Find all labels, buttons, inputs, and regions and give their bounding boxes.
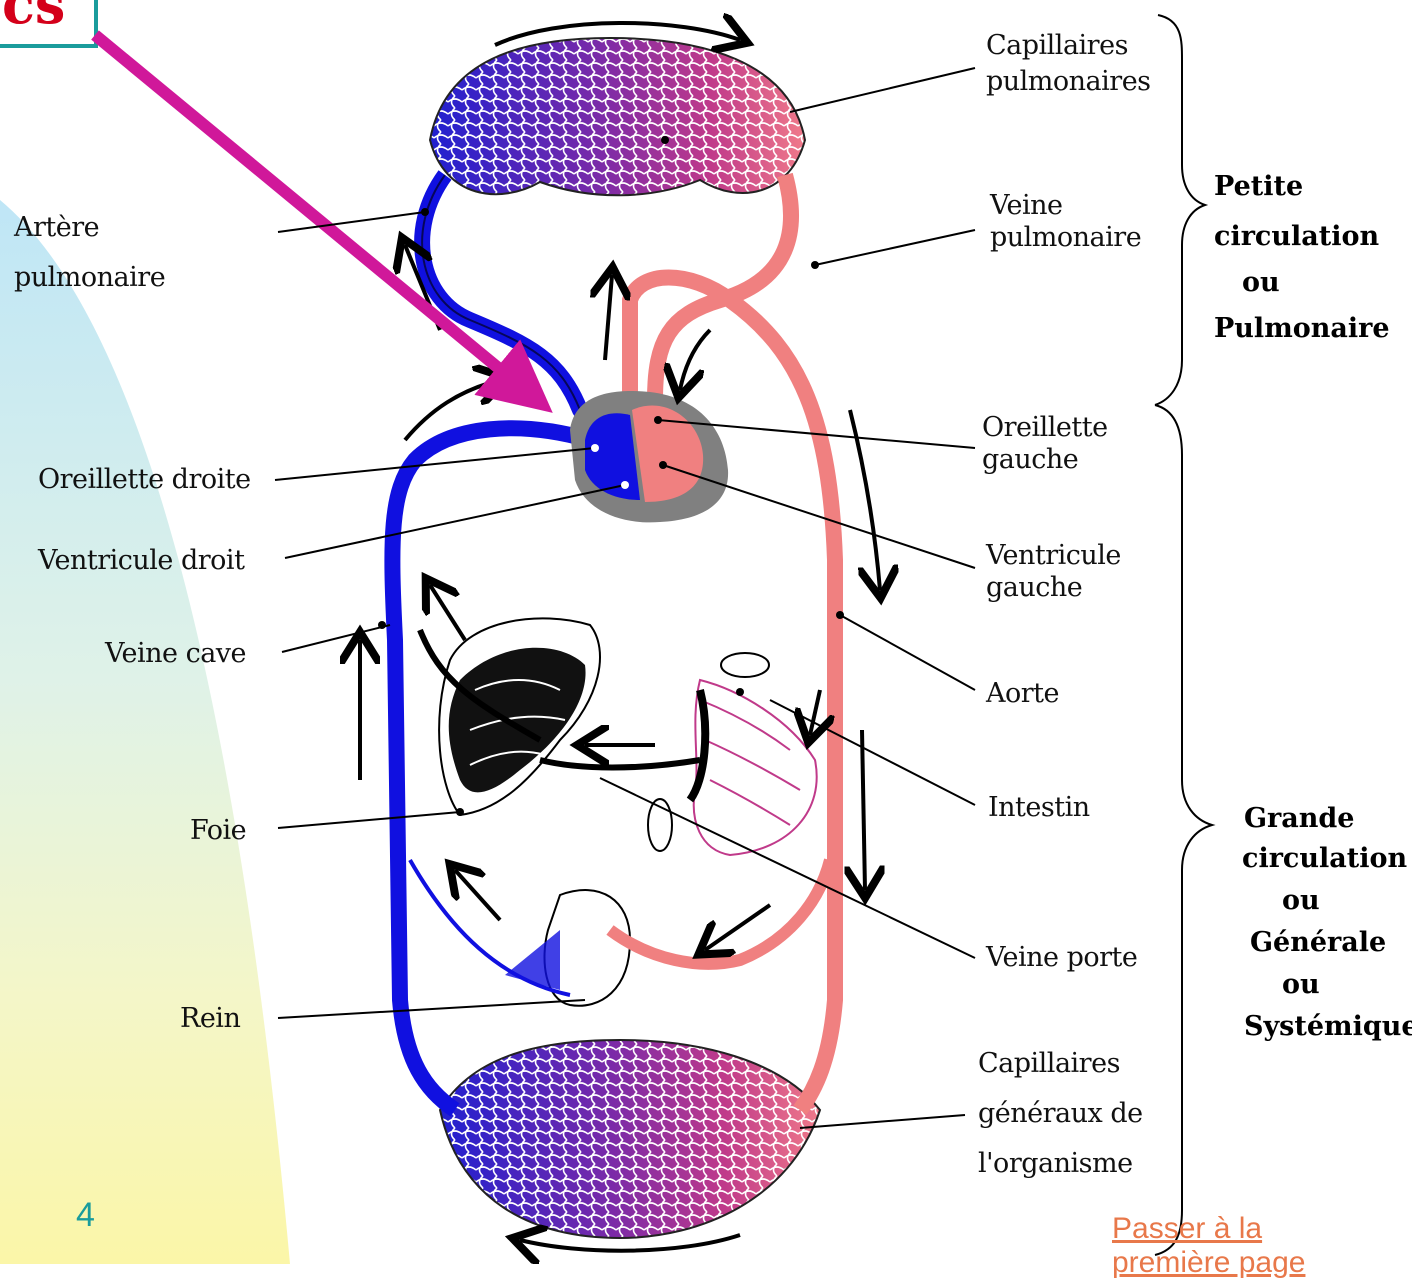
group-petite-line1: Petite: [1214, 164, 1303, 209]
label-capillaires-generaux-line2: généraux de: [978, 1098, 1143, 1130]
intestine: [648, 653, 817, 855]
next-page-link-line1[interactable]: Passer à la: [1112, 1212, 1262, 1245]
label-oreillette-droite: Oreillette droite: [38, 464, 251, 496]
label-capillaires-pulmonaires-line1: Capillaires: [986, 30, 1128, 62]
next-page-link-line2[interactable]: première page: [1112, 1246, 1305, 1279]
brace-grande-circulation: [1155, 405, 1212, 1255]
group-petite-line4: Pulmonaire: [1214, 306, 1390, 351]
group-grande-line2: circulation: [1242, 836, 1407, 881]
label-intestin: Intestin: [988, 792, 1090, 824]
liver: [439, 618, 600, 815]
kidney: [410, 860, 830, 1006]
group-grande-line4: Générale: [1250, 920, 1386, 965]
group-petite-line2: circulation: [1214, 214, 1379, 259]
label-rein: Rein: [180, 1003, 240, 1035]
brace-petite-circulation: [1155, 15, 1205, 405]
label-capillaires-generaux-line1: Capillaires: [978, 1048, 1120, 1080]
label-foie: Foie: [190, 815, 246, 847]
pulmonary-capillary-bed: [430, 38, 805, 195]
label-aorte: Aorte: [986, 678, 1059, 710]
group-grande-line1: Grande: [1244, 796, 1354, 841]
label-artere-pulmonaire-line1: Artère: [14, 212, 99, 244]
page-number: 4: [76, 1196, 95, 1235]
label-oreillette-gauche-line1: Oreillette: [982, 412, 1108, 444]
label-veine-cave: Veine cave: [105, 638, 246, 670]
label-capillaires-generaux-line3: l'organisme: [978, 1148, 1133, 1180]
label-veine-pulmonaire-line2: pulmonaire: [990, 222, 1141, 254]
label-veine-porte: Veine porte: [986, 942, 1137, 974]
next-page-link[interactable]: Passer à la première page: [1112, 1212, 1305, 1280]
label-veine-pulmonaire-line1: Veine: [990, 190, 1063, 222]
systemic-capillary-bed: [440, 1040, 820, 1238]
label-ventricule-gauche-line2: gauche: [986, 572, 1082, 604]
label-ventricule-gauche-line1: Ventricule: [986, 540, 1121, 572]
group-grande-line6: Systémique: [1244, 1004, 1412, 1049]
label-oreillette-gauche-line2: gauche: [982, 444, 1078, 476]
label-capillaires-pulmonaires-line2: pulmonaires: [986, 66, 1151, 98]
group-grande-line3: ou: [1282, 878, 1320, 923]
label-ventricule-droit: Ventricule droit: [38, 545, 244, 577]
group-petite-line3: ou: [1242, 260, 1280, 305]
group-grande-line5: ou: [1282, 962, 1320, 1007]
portal-vein-vessel: [540, 760, 700, 768]
label-artere-pulmonaire-line2: pulmonaire: [14, 262, 165, 294]
heart: [570, 391, 728, 522]
